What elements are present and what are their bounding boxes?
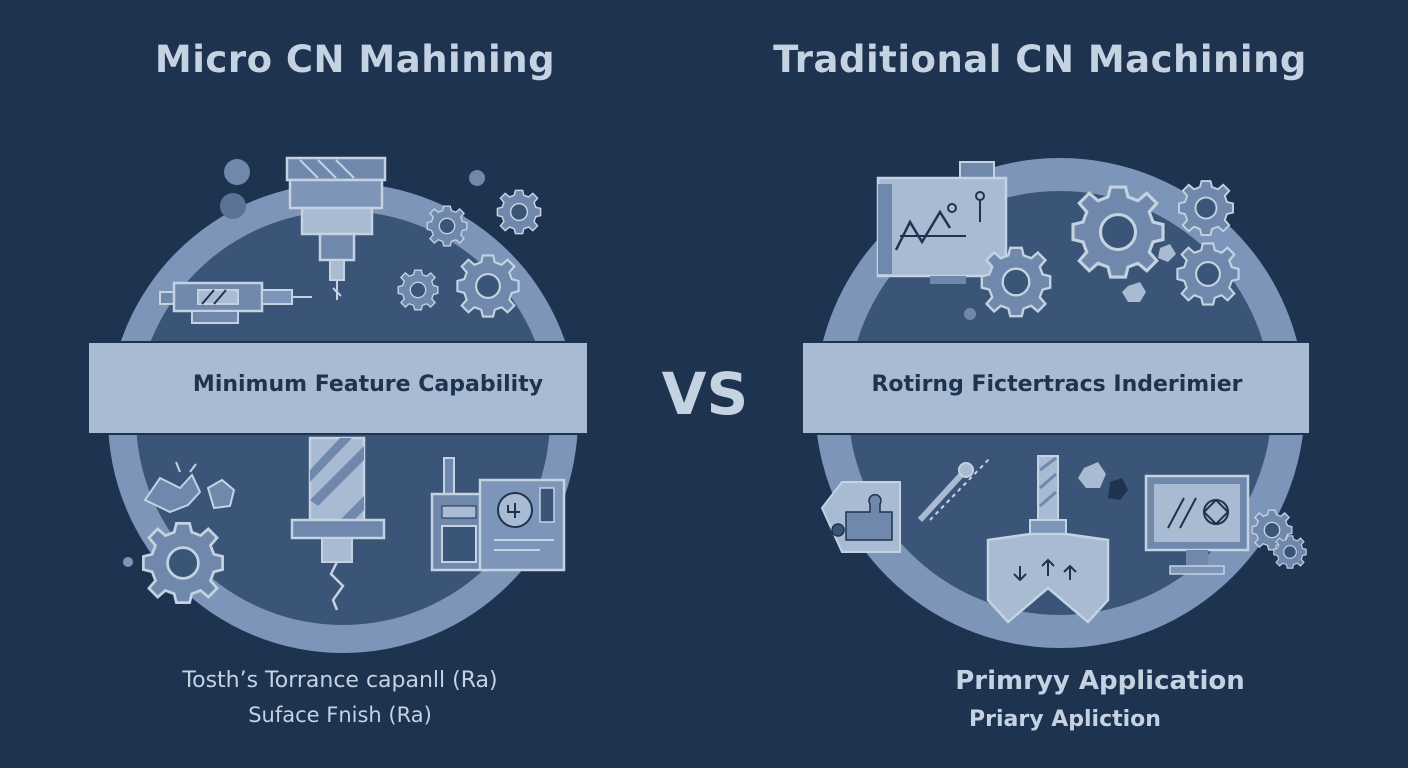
gear-icon: [142, 522, 224, 604]
dot-icon: [964, 308, 976, 320]
right-caption-line2: Priary Apliction: [969, 707, 1161, 732]
left-band: [87, 341, 589, 435]
gear-icon: [426, 205, 468, 247]
milling-spindle-icon: [285, 156, 387, 300]
hexagon-icon: [1158, 244, 1176, 262]
hexagon-icon: [1108, 478, 1128, 500]
gear-icon: [496, 189, 542, 235]
lathe-tool-icon: [159, 281, 312, 324]
dot-icon: [224, 159, 250, 185]
computer-monitor-icon: [1144, 474, 1250, 575]
probe-tool-icon: [917, 457, 991, 523]
control-panel-icon: [430, 457, 566, 572]
gear-icon: [1178, 180, 1234, 236]
monitor-chart-icon: [876, 161, 1008, 284]
clamp-fixture-icon: [986, 455, 1110, 624]
right-caption-line1: Primryy Application: [955, 666, 1245, 696]
hexagon-icon: [1122, 282, 1146, 302]
right-band: [801, 341, 1311, 435]
left-caption-line1: Tosth’s Torrance capanll (Ra): [182, 668, 498, 693]
gear-icon: [980, 246, 1052, 318]
gear-icon: [456, 254, 520, 318]
dot-icon: [469, 170, 485, 186]
hexagon-icon: [1078, 462, 1106, 488]
tag-puzzle-icon: [820, 481, 901, 553]
left-caption-line2: Suface Fnish (Ra): [248, 703, 432, 727]
gear-icon: [1273, 535, 1307, 569]
left-band-label: Minimum Feature Capability: [192, 372, 544, 397]
drill-bit-icon: [290, 436, 386, 611]
gear-icon: [1071, 185, 1165, 279]
gear-icon: [397, 269, 439, 311]
broken-part-icon: [123, 461, 236, 567]
right-title: Traditional CN Machining: [773, 38, 1307, 81]
right-band-label: Rotirng Fictertracs Inderimier: [871, 372, 1243, 397]
left-title: Micro CN Mahining: [154, 38, 556, 81]
gear-icon: [1176, 242, 1240, 306]
dot-icon: [220, 193, 246, 219]
vs-label: VS: [661, 360, 749, 428]
